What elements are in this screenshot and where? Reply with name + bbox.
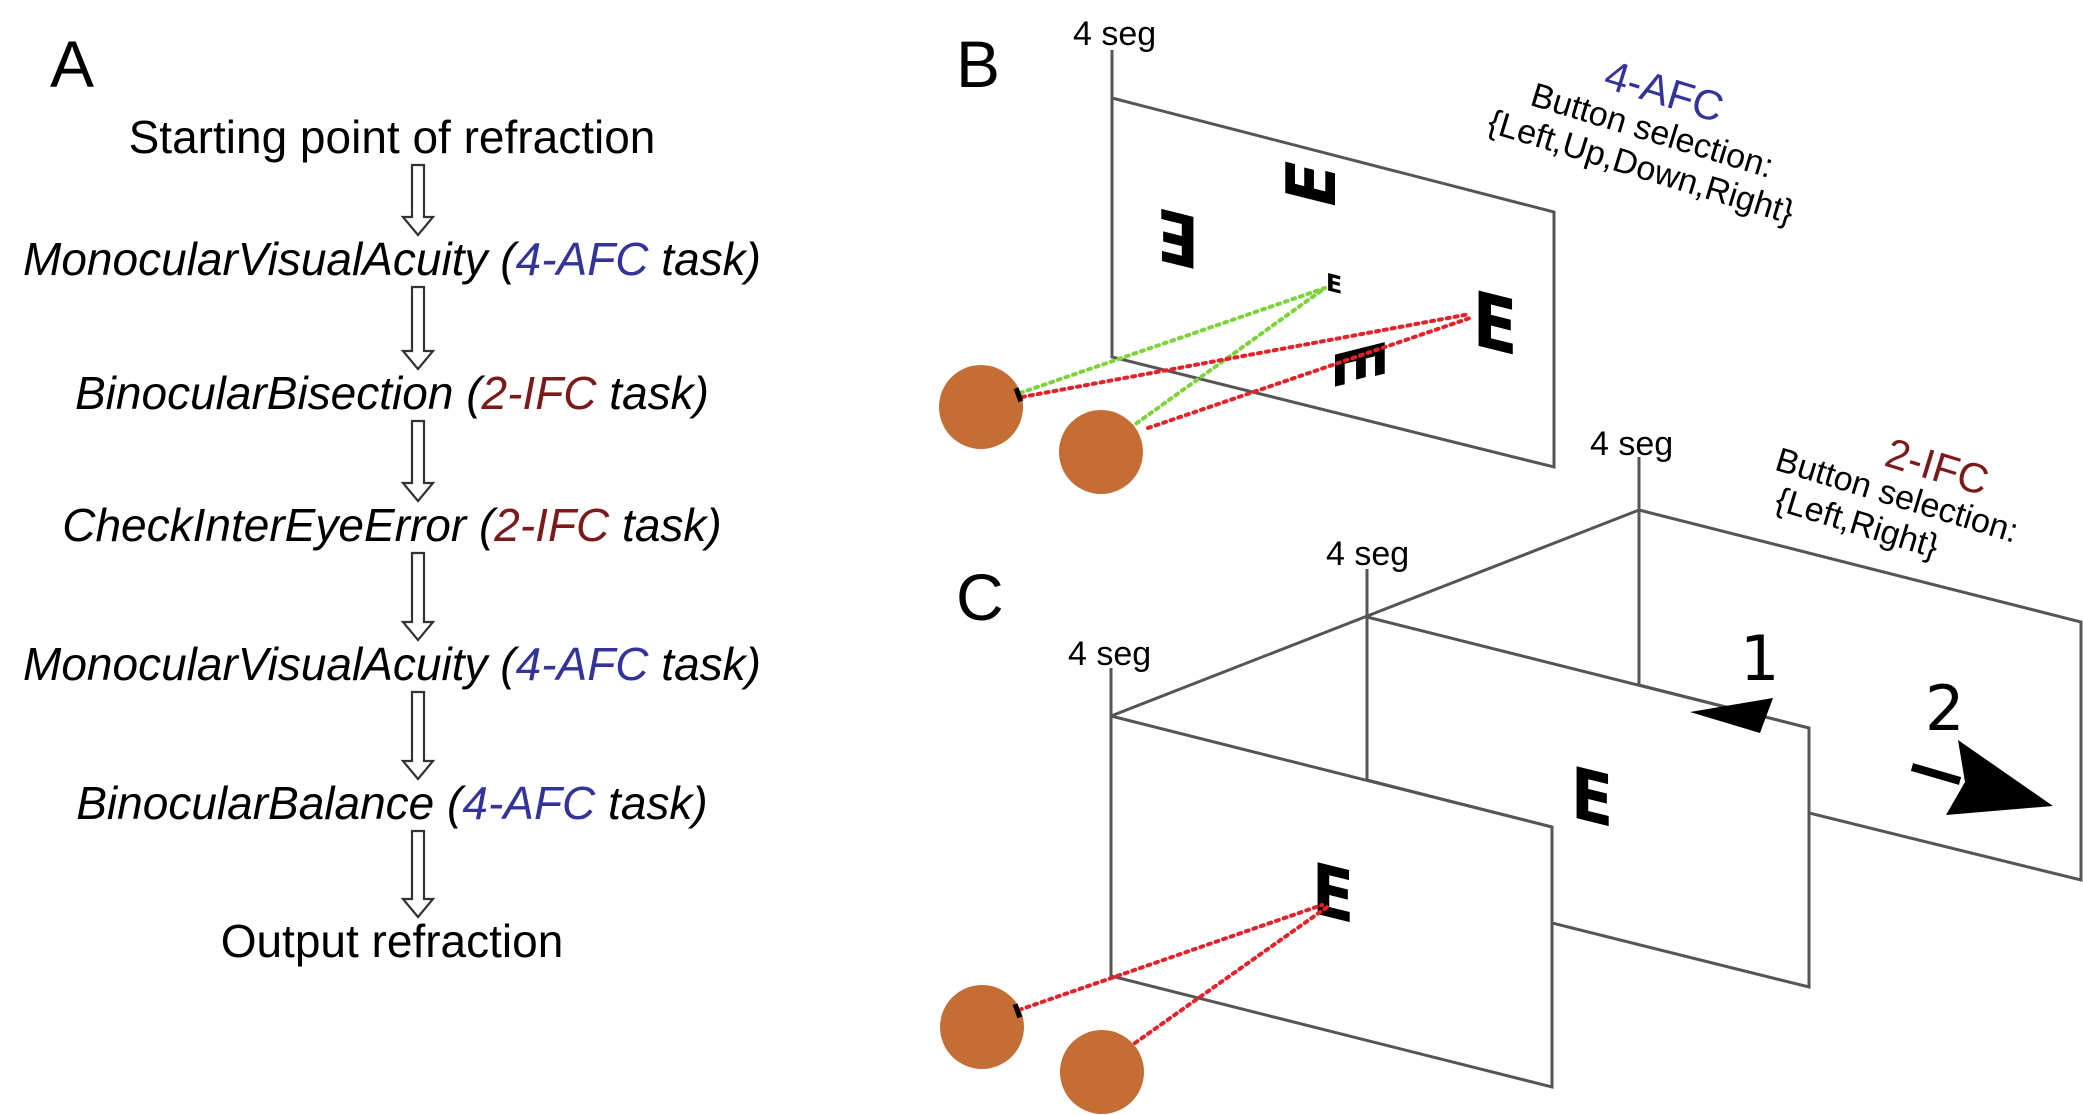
panel-b-ray-red-right xyxy=(1146,316,1472,430)
flow-step-task-suffix: task) xyxy=(649,638,761,690)
flow-step-task-type: 2-IFC xyxy=(481,367,598,419)
flow-arrows xyxy=(400,163,436,919)
panel-c-label: C xyxy=(956,560,1004,634)
panel-c-screen-fixation xyxy=(1109,714,1554,1089)
flow-step-task-suffix: task) xyxy=(595,777,707,829)
optotype-e-small: E xyxy=(1326,267,1342,300)
panel-b-task-annotation: 4-AFC Button selection: {Left,Up,Down,Ri… xyxy=(1484,51,1799,232)
panel-b-duration-label: 4 seg xyxy=(1073,15,1156,53)
flow-step: Output refraction xyxy=(221,915,564,967)
panel-b-left-eye xyxy=(939,365,1023,449)
interval-1-label: 1 xyxy=(1740,622,1779,695)
flow-step-task-type: 4-AFC xyxy=(462,777,596,829)
hollow-down-arrow-icon xyxy=(400,829,436,919)
panel-b-pupil xyxy=(1013,387,1024,403)
panel-c-task-annotation: 2-IFC Button selection: {Left,Right} xyxy=(1771,429,2023,566)
flow-step-paren: ( xyxy=(466,499,499,551)
panel-b-label: B xyxy=(956,27,1000,101)
panel-c-time-axis xyxy=(1110,508,1640,718)
hollow-down-arrow-icon xyxy=(400,419,436,503)
panel-c-pupil xyxy=(1012,1003,1023,1019)
hollow-down-arrow-icon xyxy=(400,285,436,371)
panel-a: A Starting point of refractionMonocularV… xyxy=(23,27,761,967)
flow-step-name: BinocularBalance xyxy=(76,777,434,829)
hollow-down-arrow-icon xyxy=(400,551,436,642)
interval-2-right-arrow-icon xyxy=(1910,740,2053,815)
flow-step-paren: ( xyxy=(434,777,467,829)
optotype-e-left: E xyxy=(1157,191,1199,285)
flow-step: BinocularBalance (4-AFC task) xyxy=(76,777,708,829)
flow-step-task-suffix: task) xyxy=(609,499,721,551)
interval-2-label: 2 xyxy=(1925,672,1964,745)
flow-step: Starting point of refraction xyxy=(129,111,656,163)
flow-step-paren: ( xyxy=(488,638,521,690)
panel-c-left-eye xyxy=(940,985,1024,1069)
panel-b-ray-red-left xyxy=(1020,312,1472,399)
flow-step-task-suffix: task) xyxy=(649,233,761,285)
panel-c-ray-red-right xyxy=(1133,903,1332,1045)
hollow-down-arrow-icon xyxy=(400,163,436,237)
panel-b-screen xyxy=(1110,96,1556,469)
flow-step-paren: ( xyxy=(488,233,521,285)
panel-c-optotype-mid: E xyxy=(1571,750,1613,844)
flow-step-name: MonocularVisualAcuity xyxy=(23,638,490,690)
flow-step: MonocularVisualAcuity (4-AFC task) xyxy=(23,638,761,690)
flow-steps: Starting point of refractionMonocularVis… xyxy=(23,111,761,967)
flow-step-paren: ( xyxy=(453,367,486,419)
flow-step-name: Output refraction xyxy=(221,915,564,967)
interval-1-left-arrow-icon xyxy=(1690,698,1773,733)
panel-c-duration-label-3: 4 seg xyxy=(1590,425,1673,463)
panel-b: B 4 seg E E E E E 4-AFC Button selection… xyxy=(939,15,1799,494)
flow-step-task-type: 4-AFC xyxy=(516,638,650,690)
flow-step: BinocularBisection (2-IFC task) xyxy=(75,367,709,419)
panel-c-duration-label-2: 4 seg xyxy=(1326,535,1409,573)
panel-c-ray-red-left xyxy=(1017,903,1324,1012)
hollow-down-arrow-icon xyxy=(400,690,436,781)
panel-c: C 4 seg 4 seg 4 seg 1 2 E E xyxy=(940,425,2083,1114)
panel-c-right-eye xyxy=(1060,1030,1144,1114)
flow-step-name: Starting point of refraction xyxy=(129,111,656,163)
panel-b-right-eye xyxy=(1059,410,1143,494)
panel-c-duration-label-1: 4 seg xyxy=(1068,635,1151,673)
flow-step-task-type: 2-IFC xyxy=(493,499,610,551)
flow-step-task-type: 4-AFC xyxy=(516,233,650,285)
panel-c-optotype-front: E xyxy=(1312,846,1354,940)
flow-step-name: CheckInterEyeError xyxy=(62,499,468,551)
panel-b-ray-green-left xyxy=(1018,286,1327,395)
flow-step: MonocularVisualAcuity (4-AFC task) xyxy=(23,233,761,285)
flow-step-task-suffix: task) xyxy=(597,367,709,419)
flow-step-name: BinocularBisection xyxy=(75,367,453,419)
panel-a-label: A xyxy=(50,27,94,101)
optotype-e-right: E xyxy=(1472,274,1517,374)
flow-step-name: MonocularVisualAcuity xyxy=(23,233,490,285)
flow-step: CheckInterEyeError (2-IFC task) xyxy=(62,499,722,551)
